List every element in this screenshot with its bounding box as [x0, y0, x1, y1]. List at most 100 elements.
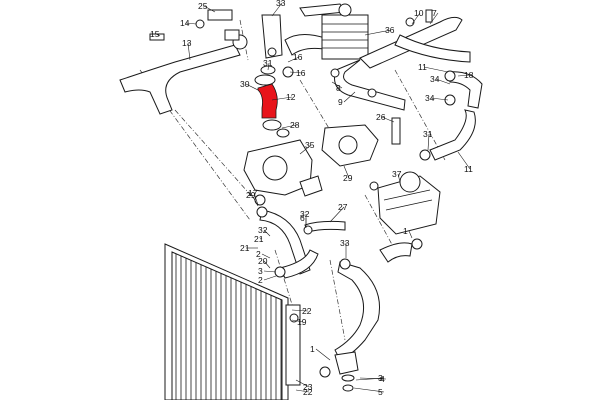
callout-leader: [343, 91, 356, 103]
callout-leader: [457, 74, 471, 77]
hose-21-32: [256, 206, 346, 275]
callout-leader: [263, 229, 271, 237]
callout-number: 4: [380, 374, 385, 384]
callout-number: 21: [240, 243, 250, 253]
callout-number: 11: [418, 62, 427, 72]
callout-number: 16: [296, 68, 306, 78]
callout-leader: [457, 151, 471, 170]
callout-number: 1: [310, 344, 315, 354]
coolant-pipe-13: [119, 29, 248, 115]
clamp-and-sensor-top: [149, 9, 233, 41]
callout-number: 34: [425, 93, 435, 103]
callout-number: 3: [258, 266, 263, 276]
callout-leader: [423, 66, 449, 73]
callout-leader: [355, 377, 385, 381]
callout-leader: [259, 237, 263, 240]
callout-leader: [187, 42, 191, 61]
hose-17: [419, 109, 476, 161]
callout-number: 22: [303, 387, 313, 397]
callout-leader-lines: [155, 2, 471, 393]
callout-number: 32: [258, 225, 268, 235]
callout-leader: [281, 124, 297, 129]
callout-leader: [329, 206, 345, 223]
callout-number: 31: [423, 129, 433, 139]
callout-number: 6: [300, 213, 305, 223]
callout-number: 15: [150, 29, 160, 39]
callout-leader: [245, 83, 259, 91]
callout-leader: [185, 22, 197, 25]
callout-number: 36: [385, 25, 395, 35]
callout-number: 37: [392, 169, 402, 179]
callout-leader: [435, 78, 451, 85]
callout-leader: [343, 165, 350, 179]
callout-number: 18: [464, 70, 474, 80]
callout-number: 30: [240, 79, 250, 89]
hose-2-3-left: [274, 249, 319, 279]
callout-leader: [295, 379, 310, 388]
callout-number: 35: [305, 140, 315, 150]
callout-leader: [364, 29, 392, 36]
callout-number: 13: [182, 38, 192, 48]
callout-leader: [267, 62, 270, 71]
hose-clamps: [254, 65, 290, 138]
callout-number: 2: [256, 249, 261, 259]
callout-number: 5: [378, 387, 383, 397]
callout-leader: [429, 12, 439, 25]
hose-18-34: [444, 70, 483, 109]
callout-leader: [251, 194, 259, 207]
callout-number: 32: [300, 209, 310, 219]
thermostat-housing-35: [243, 139, 323, 206]
callout-leader: [291, 319, 304, 323]
callout-number: 14: [180, 18, 190, 28]
callout-number: 25: [198, 1, 208, 11]
callout-leader: [271, 2, 283, 17]
callout-number: 19: [297, 317, 307, 327]
callout-number: 3: [378, 373, 383, 383]
callout-number: 12: [286, 92, 296, 102]
callout-leader: [430, 97, 449, 101]
flange-37: [321, 124, 379, 167]
callout-leader: [295, 389, 310, 393]
lower-hose-33: [334, 238, 423, 361]
callout-leader: [299, 144, 312, 155]
callout-number: 33: [340, 238, 350, 248]
callout-leader: [287, 56, 300, 63]
callout-leader: [359, 377, 387, 380]
callout-number: 20: [258, 256, 268, 266]
callout-number: 17: [248, 188, 258, 198]
callout-leader: [261, 253, 271, 259]
callout-number: 7: [432, 8, 437, 18]
callout-leader: [381, 116, 395, 123]
oil-cooler-36: [299, 3, 369, 60]
callout-number: 1: [403, 226, 408, 236]
callout-number: 16: [293, 52, 303, 62]
callout-leader: [271, 96, 293, 101]
callout-number: 29: [246, 190, 256, 200]
callout-number: 26: [376, 112, 386, 122]
hose-12-highlighted: [257, 83, 278, 119]
radiator: [164, 243, 301, 400]
callout-number: 28: [290, 120, 300, 130]
callout-number: 8: [336, 83, 341, 93]
callout-leader: [263, 260, 271, 269]
callout-leader: [291, 309, 309, 312]
pipe-9-10: [330, 59, 406, 145]
callout-number: 33: [276, 0, 286, 8]
callout-leader: [289, 71, 303, 74]
callout-number: 34: [430, 74, 440, 84]
callout-number: 11: [464, 164, 473, 174]
callout-number: 29: [343, 173, 353, 183]
callout-leader: [331, 81, 343, 89]
callout-leader: [315, 348, 331, 361]
expansion-tank: [369, 171, 441, 235]
callout-number: 10: [414, 8, 424, 18]
coolant-pipe-11-upper: [359, 9, 471, 69]
callout-number: 9: [338, 97, 343, 107]
callout-number: 21: [254, 234, 264, 244]
callout-number: 22: [302, 306, 312, 316]
callout-number: 31: [263, 58, 273, 68]
callout-leader: [408, 230, 413, 239]
callout-leader: [353, 387, 385, 393]
